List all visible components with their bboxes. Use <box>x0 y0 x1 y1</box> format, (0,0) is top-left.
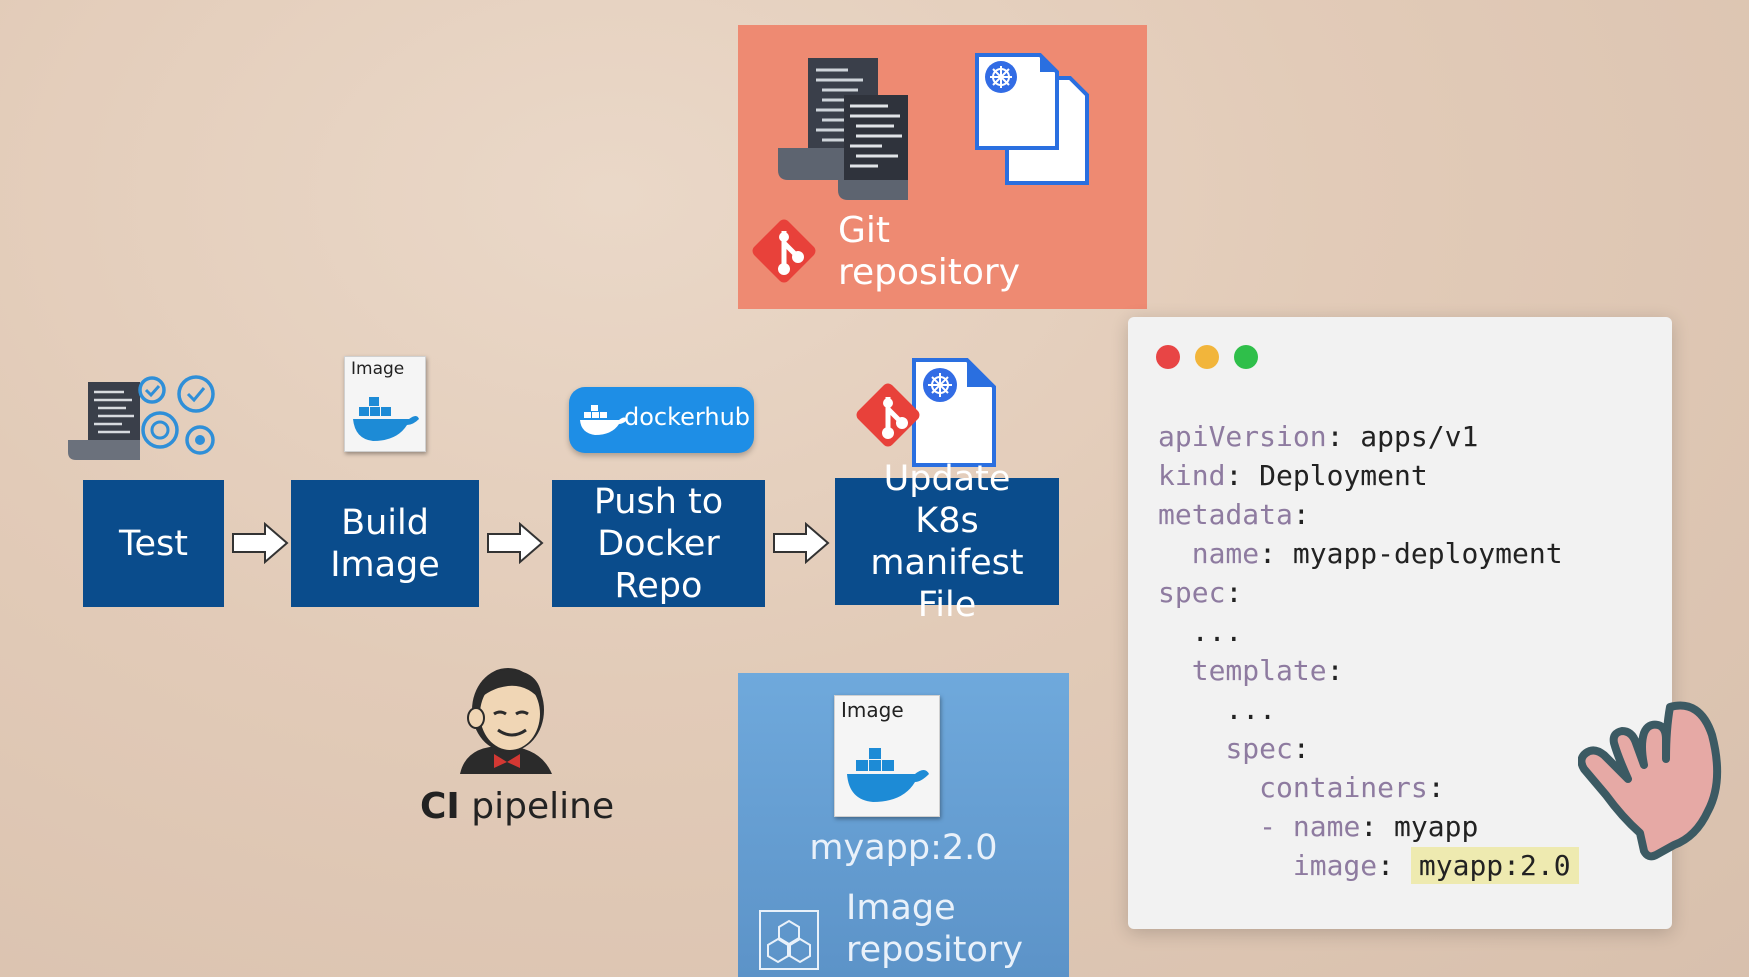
code-line: - name: myapp <box>1158 807 1579 846</box>
image-repository-panel: Image myapp:2.0 Image repository <box>738 673 1069 977</box>
step-update-line1: Update <box>883 458 1011 499</box>
window-close-dot[interactable] <box>1156 345 1180 369</box>
arrow-right-icon <box>773 522 830 564</box>
yaml-value: myapp-deployment <box>1292 537 1563 570</box>
git-label-line1: Git <box>838 210 891 251</box>
yaml-value: ... <box>1191 615 1243 648</box>
window-minimize-dot[interactable] <box>1195 345 1219 369</box>
yaml-value: Deployment <box>1259 459 1428 492</box>
code-line: template: <box>1158 651 1579 690</box>
yaml-separator: : <box>1377 849 1411 882</box>
yaml-separator: : <box>1292 732 1310 765</box>
yaml-separator: : <box>1427 771 1445 804</box>
yaml-separator: : <box>1360 810 1395 843</box>
hand-pointer-icon <box>1578 701 1722 861</box>
yaml-value: ... <box>1225 693 1277 726</box>
step-update-line3: File <box>917 584 977 625</box>
docker-whale-icon <box>580 405 627 435</box>
step-push-line1: Push to <box>593 481 724 522</box>
git-logo-icon <box>752 219 816 283</box>
step-update-k8s-manifest: Update K8s manifest File <box>835 459 1059 625</box>
step-push-line2: Docker Repo <box>597 523 720 606</box>
code-line: ... <box>1158 690 1579 729</box>
yaml-key: containers <box>1259 771 1428 804</box>
dockerhub-text: dockerhub <box>624 403 751 431</box>
arrow-right-icon <box>487 522 544 564</box>
step-push-docker-repo: Push to Docker Repo <box>552 480 765 607</box>
ci-pipeline-label: CI pipeline <box>420 786 614 827</box>
yaml-value: apps/v1 <box>1360 420 1479 453</box>
code-line: containers: <box>1158 768 1579 807</box>
git-repository-panel: Git repository <box>738 25 1147 309</box>
image-tile-label: Image <box>841 698 904 722</box>
highlighted-image-value: myapp:2.0 <box>1410 847 1579 884</box>
dockerhub-logo: dockerhub <box>569 387 754 453</box>
code-indent <box>1158 810 1259 843</box>
registry-cubes-icon <box>759 910 819 970</box>
yaml-key: metadata <box>1158 498 1293 531</box>
code-indent <box>1158 771 1259 804</box>
yaml-key: image <box>1292 849 1378 882</box>
build-image-tile: Image <box>344 356 426 452</box>
yaml-key: kind <box>1158 459 1226 492</box>
k8s-manifest-files-icon <box>975 53 1089 185</box>
yaml-separator: : <box>1292 498 1310 531</box>
yaml-key: spec <box>1225 732 1293 765</box>
arrow-right-icon <box>232 522 289 564</box>
image-tag: myapp:2.0 <box>809 828 998 868</box>
step-build-image: Build Image <box>291 480 479 607</box>
source-code-icon <box>778 58 908 200</box>
step-update-line2: K8s manifest <box>870 500 1024 583</box>
test-gears-icon <box>68 375 215 460</box>
git-update-manifest-icon <box>856 358 996 467</box>
yaml-key: apiVersion <box>1158 420 1327 453</box>
code-line: metadata: <box>1158 495 1579 534</box>
code-line: spec: <box>1158 573 1579 612</box>
yaml-key: - name <box>1259 810 1361 843</box>
git-repository-label: Git repository <box>838 210 1118 294</box>
yaml-key: spec <box>1158 576 1226 609</box>
code-indent <box>1158 849 1293 882</box>
code-indent <box>1158 537 1192 570</box>
docker-whale-icon <box>353 397 419 441</box>
yaml-key: name <box>1191 537 1260 570</box>
yaml-separator: : <box>1326 654 1344 687</box>
image-repo-label-line2: repository <box>846 930 1023 970</box>
code-line: apiVersion: apps/v1 <box>1158 417 1579 456</box>
code-indent <box>1158 654 1192 687</box>
code-line: spec: <box>1158 729 1579 768</box>
yaml-value: myapp <box>1394 810 1479 843</box>
build-image-tile-label: Image <box>351 359 405 379</box>
step-test-label: Test <box>119 523 188 564</box>
code-line: image: myapp:2.0 <box>1158 846 1579 885</box>
step-test: Test <box>83 480 224 607</box>
code-line: name: myapp-deployment <box>1158 534 1579 573</box>
yaml-separator: : <box>1326 420 1361 453</box>
window-maximize-dot[interactable] <box>1234 345 1258 369</box>
step-build-line1: Build <box>341 502 429 543</box>
ci-label-rest: pipeline <box>459 786 615 827</box>
step-build-line2: Image <box>330 544 440 585</box>
yaml-separator: : <box>1225 459 1260 492</box>
image-repository-label: Image repository <box>846 887 1023 971</box>
code-line: ... <box>1158 612 1579 651</box>
code-indent <box>1158 732 1225 765</box>
image-tile: Image <box>834 695 940 817</box>
code-indent <box>1158 693 1225 726</box>
yaml-separator: : <box>1225 576 1243 609</box>
code-line: kind: Deployment <box>1158 456 1579 495</box>
docker-whale-icon <box>847 748 929 802</box>
ci-label-bold: CI <box>420 786 460 827</box>
jenkins-logo-icon <box>460 668 552 774</box>
yaml-key: template <box>1191 654 1327 687</box>
yaml-separator: : <box>1259 537 1293 570</box>
image-repo-label-line1: Image <box>846 888 956 928</box>
git-label-line2: repository <box>838 252 1021 293</box>
code-indent <box>1158 615 1192 648</box>
